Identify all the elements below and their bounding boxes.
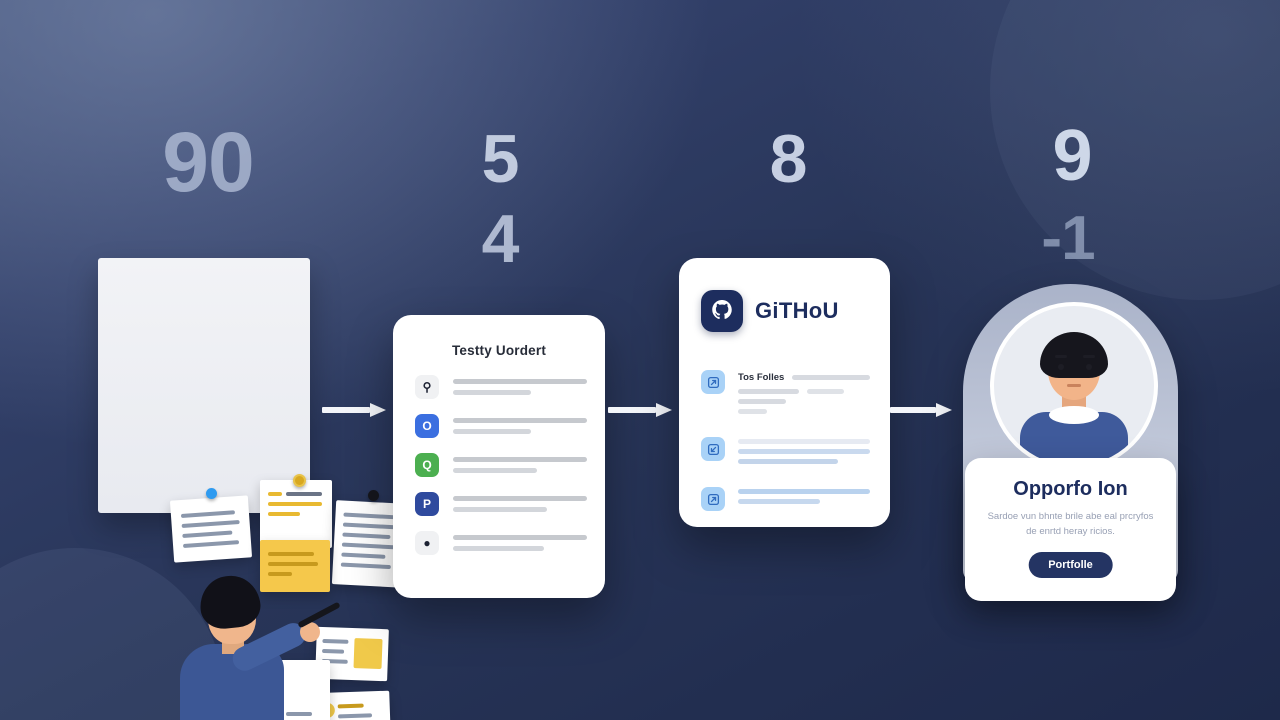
checklist-row-placeholder-lines xyxy=(453,378,587,395)
checklist-row-placeholder-lines xyxy=(453,417,587,434)
github-row-placeholder-line xyxy=(738,499,820,504)
pen-icon xyxy=(297,601,341,629)
pin-gold-icon xyxy=(293,474,306,487)
checklist-row-placeholder-lines xyxy=(453,495,587,512)
github-row-body: Tos Folles xyxy=(738,370,870,419)
panel-brainstorm-illustration xyxy=(84,240,409,720)
pin-blue-icon xyxy=(206,488,217,499)
github-row[interactable] xyxy=(701,437,870,469)
external-link-icon xyxy=(701,370,725,394)
ghost-number-8: 8 xyxy=(769,121,808,197)
checklist-row[interactable]: Q xyxy=(415,451,587,478)
github-rows: Tos Folles xyxy=(701,370,870,529)
checklist-row[interactable]: O xyxy=(415,412,587,439)
github-row-placeholder-line xyxy=(738,439,870,444)
github-row-label: Tos Folles xyxy=(738,372,785,383)
checklist-row-placeholder-lines xyxy=(453,456,587,473)
github-row[interactable] xyxy=(701,487,870,511)
github-row-body xyxy=(738,487,870,509)
github-row[interactable]: Tos Folles xyxy=(701,370,870,419)
github-brand-name: GiTHoU xyxy=(755,298,839,323)
github-row-placeholder-line xyxy=(738,449,870,454)
checklist-row[interactable]: ⚲ xyxy=(415,373,587,400)
github-brand: GiTHoU xyxy=(701,290,839,332)
checklist-row[interactable]: ● xyxy=(415,529,587,556)
checklist-row-icon: ● xyxy=(415,530,439,555)
checklist-row-icon: Q xyxy=(415,452,439,477)
github-row-body xyxy=(738,437,870,469)
person-illustration xyxy=(172,570,341,720)
github-row-placeholder-line xyxy=(738,489,870,494)
github-row-placeholder-line xyxy=(738,409,768,414)
planning-board xyxy=(98,258,310,513)
ghost-number-4: 4 xyxy=(481,201,520,277)
sticky-note xyxy=(260,480,332,548)
flow-arrow-1 xyxy=(322,403,386,417)
profile-title: Opporfo Ion xyxy=(1013,478,1128,500)
profile-card[interactable]: Opporfo Ion Sardoe vun bhnte brile abe e… xyxy=(965,458,1176,601)
panel-profile: Opporfo Ion Sardoe vun bhnte brile abe e… xyxy=(963,258,1178,603)
sticky-note xyxy=(169,495,253,563)
pin-black-icon xyxy=(368,490,379,501)
checklist-row-icon: O xyxy=(415,413,439,438)
flow-arrow-2 xyxy=(608,403,672,417)
github-row-placeholder-line xyxy=(738,399,786,404)
github-octocat-icon xyxy=(701,290,743,332)
checklist-row-placeholder-lines xyxy=(453,534,587,551)
avatar xyxy=(990,302,1158,470)
checklist-row-icon: ⚲ xyxy=(415,374,439,399)
github-row-placeholder-line xyxy=(738,459,839,464)
flow-arrow-3 xyxy=(890,403,952,417)
external-link-icon xyxy=(701,487,725,511)
ghost-number-9: 9 xyxy=(1052,116,1092,196)
ghost-number-90: 90 xyxy=(162,115,254,209)
portfolio-button[interactable]: Portfolle xyxy=(1028,552,1113,578)
card-github[interactable]: GiTHoU Tos Folles xyxy=(679,258,890,527)
profile-subtitle: Sardoe vun bhnte brile abe eal prcryfos … xyxy=(987,511,1154,538)
arrow-down-left-icon xyxy=(701,437,725,461)
checklist-title: Testty Uordert xyxy=(451,343,547,358)
sticky-note-yellow xyxy=(260,540,330,592)
ghost-number-minus-1: -1 xyxy=(1041,204,1095,273)
ghost-number-5: 5 xyxy=(481,121,520,197)
checklist-row[interactable]: P xyxy=(415,490,587,517)
checklist-row-icon: P xyxy=(415,491,439,516)
